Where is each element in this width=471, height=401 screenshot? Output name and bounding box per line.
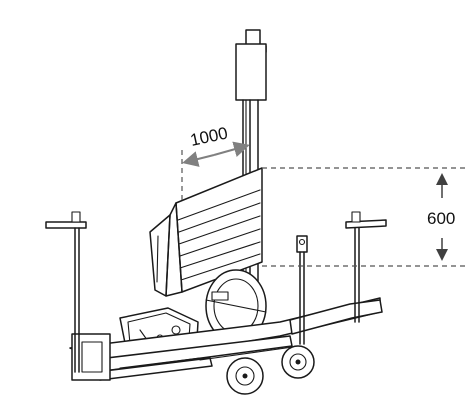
height-label: 600 xyxy=(427,209,455,228)
sensor-post xyxy=(296,235,308,345)
right-stake xyxy=(345,211,387,323)
rear-wheel xyxy=(281,345,315,379)
left-stake xyxy=(45,211,87,373)
height-dimension: 600 xyxy=(262,167,467,267)
tilted-tray xyxy=(149,167,263,297)
width-label: 1000 xyxy=(189,123,230,149)
front-wheel xyxy=(226,357,264,395)
